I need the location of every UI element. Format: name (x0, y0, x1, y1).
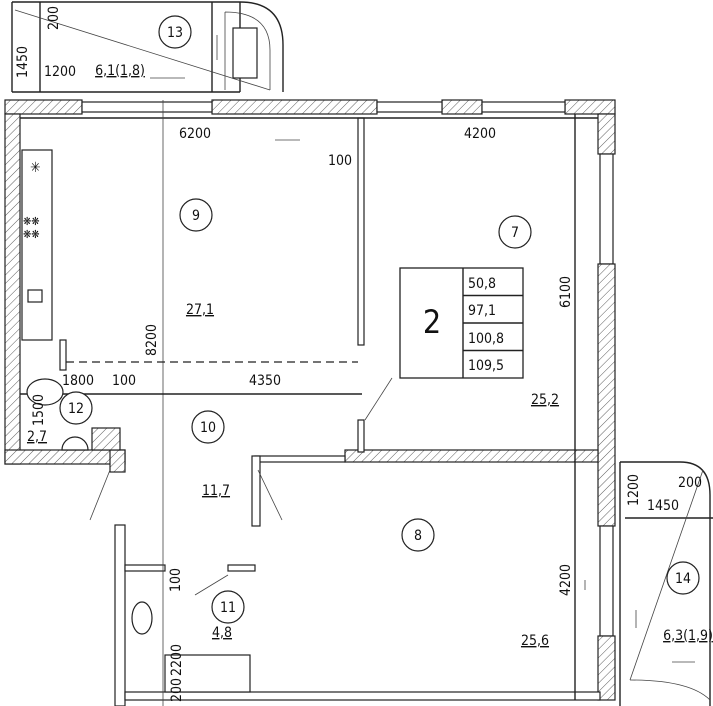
dim-label: 6100 (558, 276, 574, 308)
dim-label: 1450 (647, 498, 679, 514)
dim-label: 200 (46, 6, 62, 30)
toilet-icon (131, 601, 153, 635)
stove-icon: ❋❋ (23, 228, 40, 241)
room-number: 13 (167, 25, 183, 41)
window-top-right (481, 101, 566, 113)
washbasin-icon (61, 436, 89, 451)
room-area: 25,2 (531, 392, 559, 408)
dim-label: 4200 (464, 126, 496, 142)
dim-label: 4200 (558, 564, 574, 596)
room-7-marker[interactable]: 7 25,2 (498, 215, 559, 408)
room-10-marker[interactable]: 10 11,7 (191, 410, 230, 499)
dimensions: 1450 200 1200 6200 4200 100 8200 6100 18… (15, 6, 702, 702)
area-summary-table: 2 50,8 97,1 100,8 109,5 (399, 267, 524, 379)
plan-lines (20, 100, 598, 706)
dim-label: 6200 (179, 126, 211, 142)
dim-label: 1200 (626, 474, 642, 506)
bath-fixtures (26, 378, 251, 693)
room-13-marker[interactable]: 13 6,1(1,8) (95, 15, 192, 79)
room-area: 11,7 (202, 483, 230, 499)
room-area: 6,1(1,8) (95, 63, 145, 79)
stove-icon: ❋❋ (23, 215, 40, 228)
dim-label: 1800 (62, 373, 94, 389)
room-area: 6,3(1,9) (663, 628, 713, 644)
dim-label: 1450 (15, 46, 31, 78)
window-right-top (599, 153, 614, 265)
room-12-marker[interactable]: 12 2,7 (27, 391, 93, 445)
dim-label: 4350 (249, 373, 281, 389)
room-number: 12 (68, 401, 84, 417)
room-area: 4,8 (212, 625, 232, 641)
dim-label: 200 (678, 475, 702, 491)
summary-value: 100,8 (468, 331, 504, 347)
summary-value: 50,8 (468, 276, 496, 292)
summary-value: 97,1 (468, 303, 496, 319)
kitchen-fixtures: ✳ ❋❋ ❋❋ (21, 149, 53, 341)
room-number: 14 (675, 571, 691, 587)
window-top-mid (376, 101, 443, 113)
room-area: 27,1 (186, 302, 214, 318)
room-area: 2,7 (27, 429, 47, 445)
room-11-marker[interactable]: 11 4,8 (211, 590, 245, 641)
dim-label: 100 (328, 153, 352, 169)
dim-label: 8200 (144, 324, 160, 356)
room-number: 10 (200, 420, 216, 436)
dim-label: 100 (112, 373, 136, 389)
sink-icon (27, 289, 43, 303)
radiator-icon (232, 27, 258, 79)
bathtub-icon (164, 654, 251, 693)
window-right-bottom (599, 525, 614, 637)
rooms-count: 2 (423, 303, 441, 341)
room-area: 25,6 (521, 633, 549, 649)
dim-label: 1200 (44, 64, 76, 80)
walls (4, 99, 616, 706)
balcony-13 (11, 1, 284, 93)
window-top-left (81, 101, 213, 113)
room-number: 8 (414, 528, 422, 544)
dim-label: 2200 (169, 644, 185, 676)
hood-icon: ✳ (30, 160, 41, 176)
dim-label: 200 (169, 678, 185, 702)
balcony-14 (619, 461, 713, 706)
dim-label: 100 (168, 568, 184, 592)
room-number: 11 (220, 600, 236, 616)
room-9-marker[interactable]: 9 27,1 (179, 198, 214, 318)
summary-value: 109,5 (468, 358, 504, 374)
room-8-marker[interactable]: 8 25,6 (401, 518, 549, 649)
toilet-icon (26, 378, 64, 406)
room-number: 7 (511, 225, 519, 241)
room-number: 9 (192, 208, 200, 224)
room-14-marker[interactable]: 14 6,3(1,9) (663, 561, 713, 644)
dim-label: 1500 (31, 394, 47, 426)
